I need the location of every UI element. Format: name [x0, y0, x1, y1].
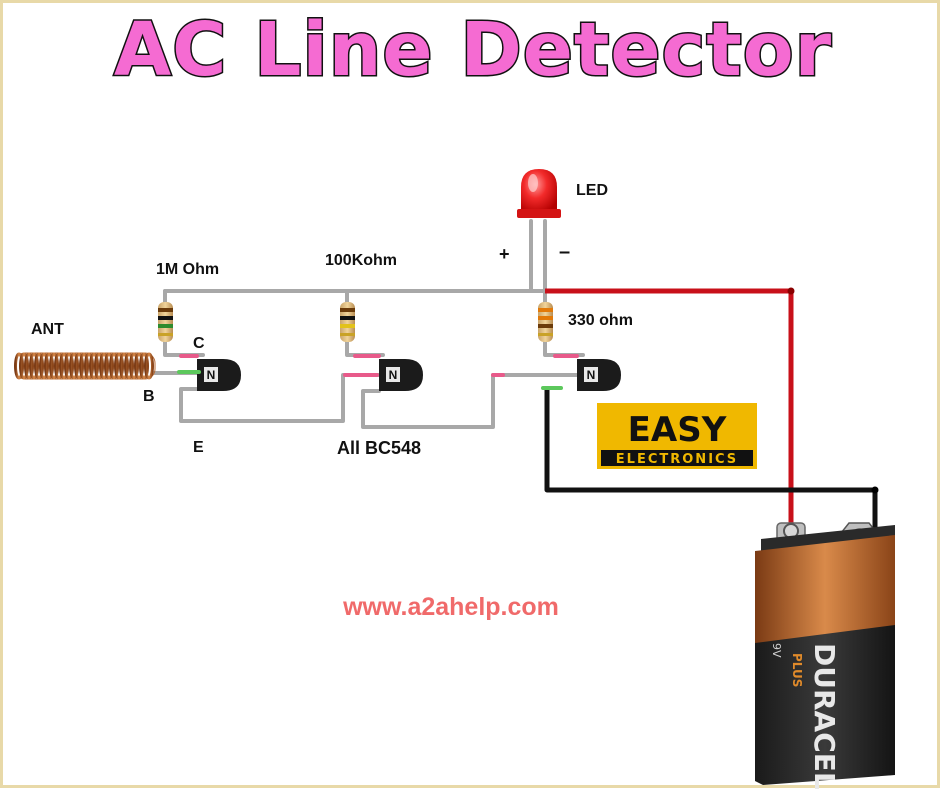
page-title: AC Line Detector [112, 6, 833, 95]
coil-loop [114, 352, 124, 380]
coil-loop [39, 352, 49, 380]
r3-label: 330 ohm [568, 312, 633, 329]
resistor-330-icon [538, 302, 553, 342]
coil-loop [24, 352, 34, 380]
coil-loop [84, 352, 94, 380]
coil-loop [69, 352, 79, 380]
led-icon [517, 169, 561, 218]
coil-loop [109, 352, 119, 380]
pin-accents [177, 354, 579, 390]
antenna-coil-icon [14, 352, 156, 380]
coil-loop [29, 352, 39, 380]
coil-loop [34, 352, 44, 380]
coil-loop [74, 352, 84, 380]
battery-sub: PLUS [790, 653, 804, 687]
coil-loop [99, 352, 109, 380]
black-negative-wire [544, 389, 878, 531]
battery-9v-icon: DURACELL PLUS 9V [755, 522, 895, 791]
q2-emitter-wire [361, 373, 583, 429]
transistor-q1-icon: N [197, 359, 241, 391]
coil-loop [124, 352, 134, 380]
q1-mark: N [207, 368, 216, 382]
coil-loop [64, 352, 74, 380]
circuit-diagram: LED + – 1M Ohm 100Kohm 330 ohm [14, 169, 895, 791]
resistor-100k-icon [340, 302, 355, 342]
led-minus-label: – [559, 241, 570, 263]
r1-label: 1M Ohm [156, 261, 219, 278]
q2-mark: N [389, 368, 398, 382]
coil-loop [14, 352, 24, 380]
coil-loop [134, 352, 144, 380]
website-url: www.a2ahelp.com [342, 593, 559, 621]
coil-loop [59, 352, 69, 380]
coil-loop [119, 352, 129, 380]
q3-mark: N [587, 368, 596, 382]
led-plus-label: + [499, 244, 510, 264]
transistor-type-label: All BC548 [337, 438, 421, 458]
logo-top-text: EASY [628, 410, 727, 450]
coil-loop [89, 352, 99, 380]
coil-loop [79, 352, 89, 380]
coil-loop [49, 352, 59, 380]
ant-label: ANT [31, 321, 64, 338]
r2-label: 100Kohm [325, 252, 397, 269]
coil-loop [54, 352, 64, 380]
coil-loop [129, 352, 139, 380]
collector-label: C [193, 335, 205, 352]
transistor-q3-icon: N [577, 359, 621, 391]
emitter-label: E [193, 439, 204, 456]
coil-loop [104, 352, 114, 380]
coil-loop [44, 352, 54, 380]
coil-loop [144, 352, 154, 380]
battery-voltage: 9V [770, 643, 783, 658]
resistor-1m-icon [158, 302, 173, 342]
red-wire-joint [787, 287, 795, 295]
transistor-q2-icon: N [379, 359, 423, 391]
coil-loop [94, 352, 104, 380]
coil-loop [139, 352, 149, 380]
easy-electronics-logo: EASY ELECTRONICS [597, 403, 757, 469]
logo-bottom-text: ELECTRONICS [616, 452, 738, 467]
coil-loop [19, 352, 29, 380]
led-label: LED [576, 182, 608, 199]
base-label: B [143, 388, 155, 405]
battery-brand: DURACELL [808, 643, 841, 791]
black-wire-joint [871, 486, 879, 494]
